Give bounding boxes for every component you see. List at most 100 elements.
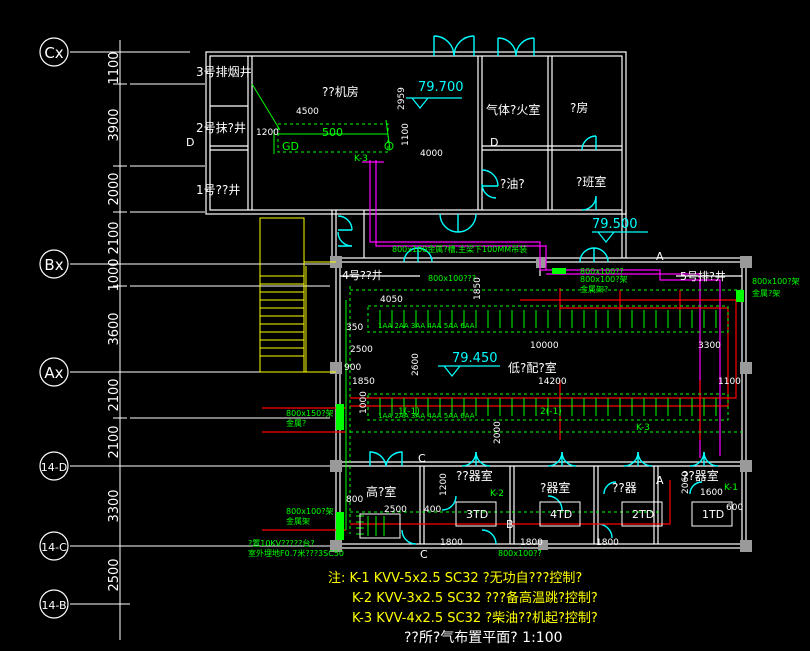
cabinet-label: 1TD xyxy=(702,508,724,521)
axis-dimension: 3900 xyxy=(107,108,122,141)
control-cable-label: K-3 xyxy=(636,423,650,433)
dimension-text: 10000 xyxy=(530,341,559,351)
section-mark: B xyxy=(506,518,514,531)
dimension-text: 2959 xyxy=(397,87,407,110)
elevation-markers xyxy=(406,97,648,377)
dimension-text: 1850 xyxy=(473,277,483,300)
tray-spec: 800x100??? xyxy=(428,274,476,283)
elevation-value: 79.700 xyxy=(418,80,464,95)
dimension-text: 2000 xyxy=(493,421,503,444)
feed-note: 室外埋地F0.7米???3SC50 xyxy=(248,548,344,558)
axis-dimension: 2100 xyxy=(107,221,122,254)
room-label: 高?室 xyxy=(366,484,396,499)
lv-cable-trays xyxy=(345,286,742,536)
feed-note: ?置10KV?????台? xyxy=(248,538,315,548)
tray-markers xyxy=(336,268,744,540)
structural-columns xyxy=(330,256,752,552)
control-cable-label: K-2 xyxy=(490,489,504,499)
axis-label: Cx xyxy=(44,44,63,62)
cabinet-row: 1AA 2AA 3AA 4AA 5AA 6AA xyxy=(378,412,475,420)
section-mark: D xyxy=(186,136,194,149)
shaft-label: 4号??井 xyxy=(342,268,383,282)
dimension-text: 4050 xyxy=(380,295,403,305)
axis-dimension: 2100 xyxy=(107,425,122,458)
dimension-text: 1800 xyxy=(596,538,619,548)
axis-label: 14-C xyxy=(41,541,67,554)
room-label: ??器室 xyxy=(456,468,493,483)
tray-spec: 800x100?架 xyxy=(580,275,628,284)
dimension-text: 14200 xyxy=(538,377,567,387)
transformer-cabinets xyxy=(359,501,733,539)
room-label: ??器室 xyxy=(682,468,719,483)
dimension-text: 1800 xyxy=(440,538,463,548)
control-cable-label: K-1 xyxy=(724,483,738,493)
legend-note: 注: K-1 KVV-5x2.5 SC32 ?无功自???控制? xyxy=(328,571,582,586)
axis-dimension: 2000 xyxy=(107,172,122,205)
dimension-text: 350 xyxy=(346,323,363,333)
dimension-text: 1100 xyxy=(401,123,411,146)
tray-spec: 800x100金属?槽,主梁下100MM吊装 xyxy=(392,244,527,254)
dimension-text: 2060 xyxy=(681,471,691,494)
elevation-value: 79.450 xyxy=(452,351,498,366)
room-label: ?班室 xyxy=(576,174,606,189)
dimension-text: 1000 xyxy=(359,391,369,414)
tray-spec: 800x100?架 xyxy=(286,507,334,516)
axis-dimension: 3300 xyxy=(107,489,122,522)
room-label: ?房 xyxy=(570,100,588,115)
section-mark: C xyxy=(418,452,426,465)
axis-column: Cx Bx Ax 14-D 14-C 14-B 1100 3900 2000 2… xyxy=(39,37,330,640)
zone-label: 2(-1) xyxy=(540,407,562,417)
room-label: ??器 xyxy=(612,481,637,495)
tray-spec: 金属架? xyxy=(580,284,608,294)
legend-note: K-2 KVV-3x2.5 SC32 ???备高温跳?控制? xyxy=(352,590,598,606)
axis-label: 14-B xyxy=(41,599,66,612)
cabinet-label: 4TD xyxy=(550,508,572,521)
room-label: ??机房 xyxy=(322,84,359,99)
drawing-title: ??所?气布置平面? 1:100 xyxy=(404,630,563,646)
tray-spec: 金属?架 xyxy=(752,288,780,298)
dimension-text: 4500 xyxy=(296,107,319,117)
tray-spec: 金属架 xyxy=(286,516,310,526)
axis-label: 14-D xyxy=(41,461,67,474)
tray-spec: 800x150?架 xyxy=(286,409,334,418)
dimension-text: 1850 xyxy=(352,377,375,387)
upper-green-lines xyxy=(251,83,394,154)
doors xyxy=(337,35,719,545)
stair xyxy=(259,217,336,373)
section-mark: D xyxy=(490,136,498,149)
dimension-text: 2500 xyxy=(350,345,373,355)
power-cables xyxy=(262,288,737,531)
section-mark: C xyxy=(420,548,428,561)
axis-dimension: 2500 xyxy=(107,558,122,591)
tray-spec: 金属? xyxy=(286,418,306,428)
cabinet-row: 1AA 2AA 3AA 4AA 5AA 6AA xyxy=(378,322,475,330)
dimension-text: 3300 xyxy=(698,341,721,351)
shaft-label: 2号抹?井 xyxy=(196,121,246,135)
dimension-text: 2600 xyxy=(411,353,421,376)
axis-dimension: 1000 xyxy=(107,258,122,291)
tray-label: 500 xyxy=(322,126,343,139)
tray-spec: 800x100?? xyxy=(580,267,624,276)
equipment-label: GD xyxy=(282,140,299,153)
axis-label: Bx xyxy=(44,256,63,274)
cabinet-label: 3TD xyxy=(466,508,488,521)
dimension-text: 800 xyxy=(346,495,363,505)
room-label: ?油? xyxy=(500,177,525,191)
dimension-text: 1100 xyxy=(718,377,741,387)
room-label: 低?配?室 xyxy=(508,360,557,375)
dimension-text: 1200 xyxy=(439,473,449,496)
dimension-text: 1800 xyxy=(520,538,543,548)
dimension-text: 1600 xyxy=(700,488,723,498)
section-mark: A xyxy=(656,250,664,263)
room-label: ?器室 xyxy=(540,480,570,495)
elevation-value: 79.500 xyxy=(592,217,638,232)
shaft-label: 5号排?井 xyxy=(680,269,726,283)
axis-label: Ax xyxy=(44,364,63,382)
shaft-label: 3号排烟井 xyxy=(196,65,252,79)
dimension-text: 1200 xyxy=(256,128,279,138)
cabinet-label: 2TD xyxy=(632,508,654,521)
dimension-text: 400 xyxy=(424,505,441,515)
section-mark: A xyxy=(656,474,664,487)
dimension-text: 600 xyxy=(726,503,743,513)
